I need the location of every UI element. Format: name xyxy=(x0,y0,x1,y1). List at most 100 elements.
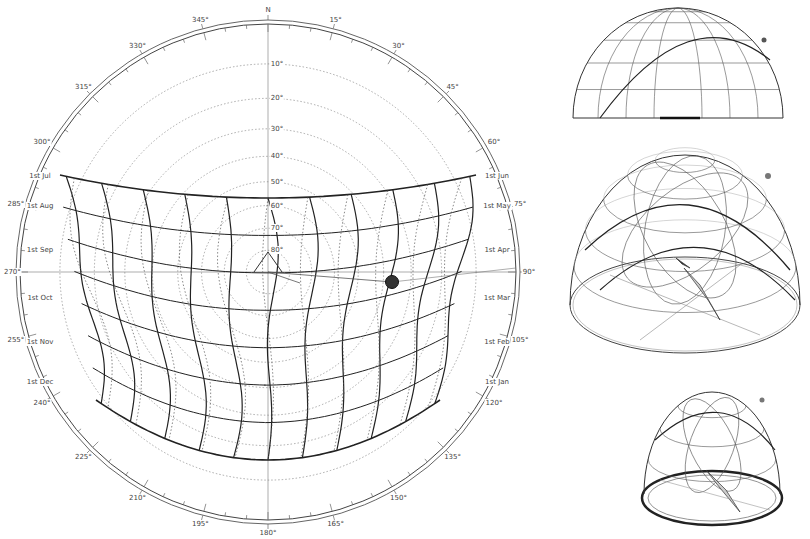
hour-analemma xyxy=(185,194,207,450)
hour-analemma xyxy=(66,176,104,403)
outer-tick xyxy=(201,24,202,29)
azimuth-tick xyxy=(289,515,290,519)
analemma-dotted xyxy=(141,190,176,440)
perspective-sun-path xyxy=(600,247,795,300)
azimuth-tick xyxy=(351,501,352,505)
azimuth-label: 330° xyxy=(128,42,147,50)
analemma-dotted xyxy=(334,195,348,452)
azimuth-tick xyxy=(183,501,184,505)
azimuth-tick xyxy=(144,57,148,64)
analemma-dotted xyxy=(218,197,246,458)
hour-analemma xyxy=(267,198,278,460)
hour-analemma xyxy=(371,190,398,439)
azimuth-tick xyxy=(65,130,68,132)
azimuth-tick xyxy=(35,187,39,188)
perspective-meridian xyxy=(633,149,738,311)
azimuth-tick xyxy=(330,504,332,512)
azimuth-tick xyxy=(163,493,165,497)
perspective-marker xyxy=(676,258,690,268)
hour-analemma xyxy=(143,190,170,439)
azimuth-tick xyxy=(497,187,501,188)
analemma-dotted xyxy=(367,190,388,440)
date-label: 1st Apr xyxy=(483,246,510,254)
dome-sun-path xyxy=(600,38,770,118)
azimuth-tick xyxy=(468,130,471,132)
azimuth-label: 225° xyxy=(74,453,93,461)
outer-tick xyxy=(333,24,334,29)
azimuth-label: 315° xyxy=(74,83,93,91)
analemma-dotted xyxy=(179,195,210,452)
hour-analemma xyxy=(102,183,135,421)
azimuth-tick xyxy=(500,334,508,336)
azimuth-label: 15° xyxy=(328,16,342,24)
date-label: 1st Mar xyxy=(483,294,511,302)
azimuth-tick xyxy=(497,355,501,356)
azimuth-tick xyxy=(408,69,410,72)
azimuth-label: 285° xyxy=(6,200,25,208)
hour-analemma xyxy=(406,183,439,421)
perspective-parallel-back xyxy=(655,148,715,160)
azimuth-tick xyxy=(78,429,81,432)
dome-outline xyxy=(573,8,783,118)
azimuth-label: 30° xyxy=(391,42,405,50)
azimuth-tick xyxy=(126,69,128,72)
date-label: 1st Dec xyxy=(26,378,55,386)
dome-parallel xyxy=(577,89,780,90)
outer-tick xyxy=(394,49,397,53)
analemma-dotted xyxy=(400,184,428,424)
azimuth-tick xyxy=(224,28,226,32)
azimuth-tick xyxy=(53,392,60,396)
azimuth-label: 300° xyxy=(33,138,52,146)
sun-leader xyxy=(392,268,516,282)
dome-ground-mark xyxy=(660,117,700,120)
date-label: 1st Aug xyxy=(26,202,55,210)
azimuth-tick xyxy=(489,167,493,169)
small-sun-path xyxy=(655,412,775,450)
altitude-label: 20° xyxy=(270,94,284,102)
altitude-label: 40° xyxy=(270,152,284,160)
azimuth-tick xyxy=(489,375,493,377)
azimuth-label: 105° xyxy=(511,336,530,344)
azimuth-tick xyxy=(455,429,458,432)
altitude-label: 50° xyxy=(270,178,284,186)
azimuth-tick xyxy=(183,39,184,43)
perspective-parallel xyxy=(574,266,796,312)
azimuth-tick xyxy=(78,113,81,116)
perspective-meridian xyxy=(613,145,757,315)
azimuth-tick xyxy=(204,32,206,40)
azimuth-label: 180° xyxy=(259,529,278,537)
altitude-label: 70° xyxy=(270,224,284,232)
altitude-label: 80° xyxy=(270,246,284,254)
date-line xyxy=(93,368,443,423)
azimuth-tick xyxy=(371,47,373,51)
azimuth-tick xyxy=(371,493,373,497)
date-label: 1st May xyxy=(482,202,512,210)
perspective-dome xyxy=(570,155,800,305)
azimuth-label: 195° xyxy=(191,520,210,528)
perspective-parallel xyxy=(585,230,784,272)
date-line xyxy=(96,400,440,460)
small-meridian xyxy=(674,390,750,499)
date-line xyxy=(63,207,473,235)
azimuth-label: 255° xyxy=(6,336,25,344)
outer-tick xyxy=(268,15,269,20)
azimuth-tick xyxy=(224,512,226,516)
outer-tick xyxy=(140,49,143,53)
azimuth-label: 345° xyxy=(191,16,210,24)
perspective-sun xyxy=(765,173,771,179)
date-line xyxy=(68,239,468,273)
azimuth-tick xyxy=(24,228,28,230)
azimuth-tick xyxy=(93,442,99,448)
azimuth-tick xyxy=(21,250,25,251)
date-label: 1st Nov xyxy=(26,338,55,346)
sun-position xyxy=(386,276,399,289)
azimuth-tick xyxy=(438,442,444,448)
azimuth-tick xyxy=(476,148,483,152)
analemma-dotted xyxy=(70,178,112,408)
azimuth-tick xyxy=(508,314,512,316)
azimuth-tick xyxy=(28,334,36,336)
date-label: 1st Jan xyxy=(484,378,510,386)
azimuth-tick xyxy=(511,250,515,251)
shadow-line xyxy=(268,272,300,283)
azimuth-tick xyxy=(53,148,60,152)
